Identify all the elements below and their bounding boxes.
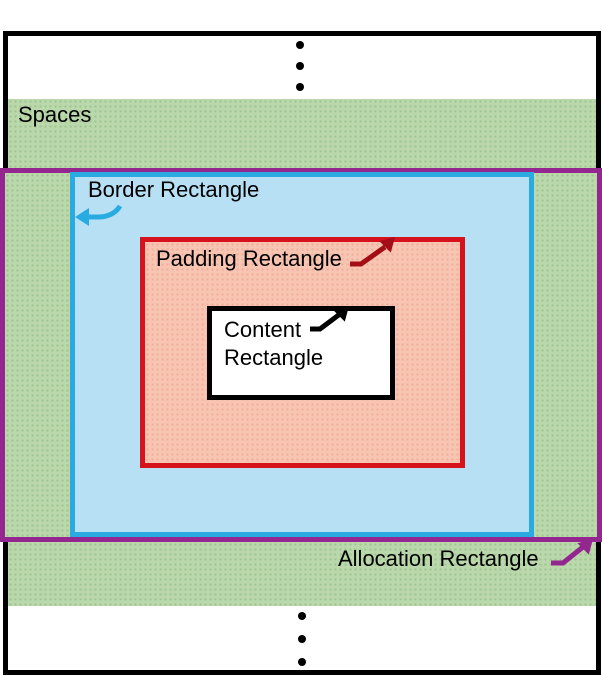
ellipsis-dot [298,658,306,666]
spaces-label: Spaces [18,102,92,127]
padding-arrow-icon [350,237,395,267]
spaces-band-top [8,99,596,168]
content-arrow-icon [310,306,349,332]
border-rectangle-label: Border Rectangle [88,177,260,202]
content-label-line2: Rectangle [224,345,324,370]
allocation-rectangle-label: Allocation Rectangle [338,546,539,571]
border-arrow-icon [75,204,122,226]
content-rectangle-label: Content Rectangle [224,316,323,372]
ellipsis-dot [298,635,306,643]
allocation-arrow-icon [551,539,593,566]
top-ellipsis-dots [296,41,304,91]
ellipsis-dot [296,83,304,91]
ellipsis-dot [296,41,304,49]
bottom-ellipsis-dots [298,612,306,666]
ellipsis-dot [298,612,306,620]
padding-rectangle-label: Padding Rectangle [156,246,342,271]
spaces-band-bottom [8,542,596,606]
ellipsis-dot [296,62,304,70]
content-rectangle [207,306,395,400]
content-label-line1: Content [224,317,302,342]
